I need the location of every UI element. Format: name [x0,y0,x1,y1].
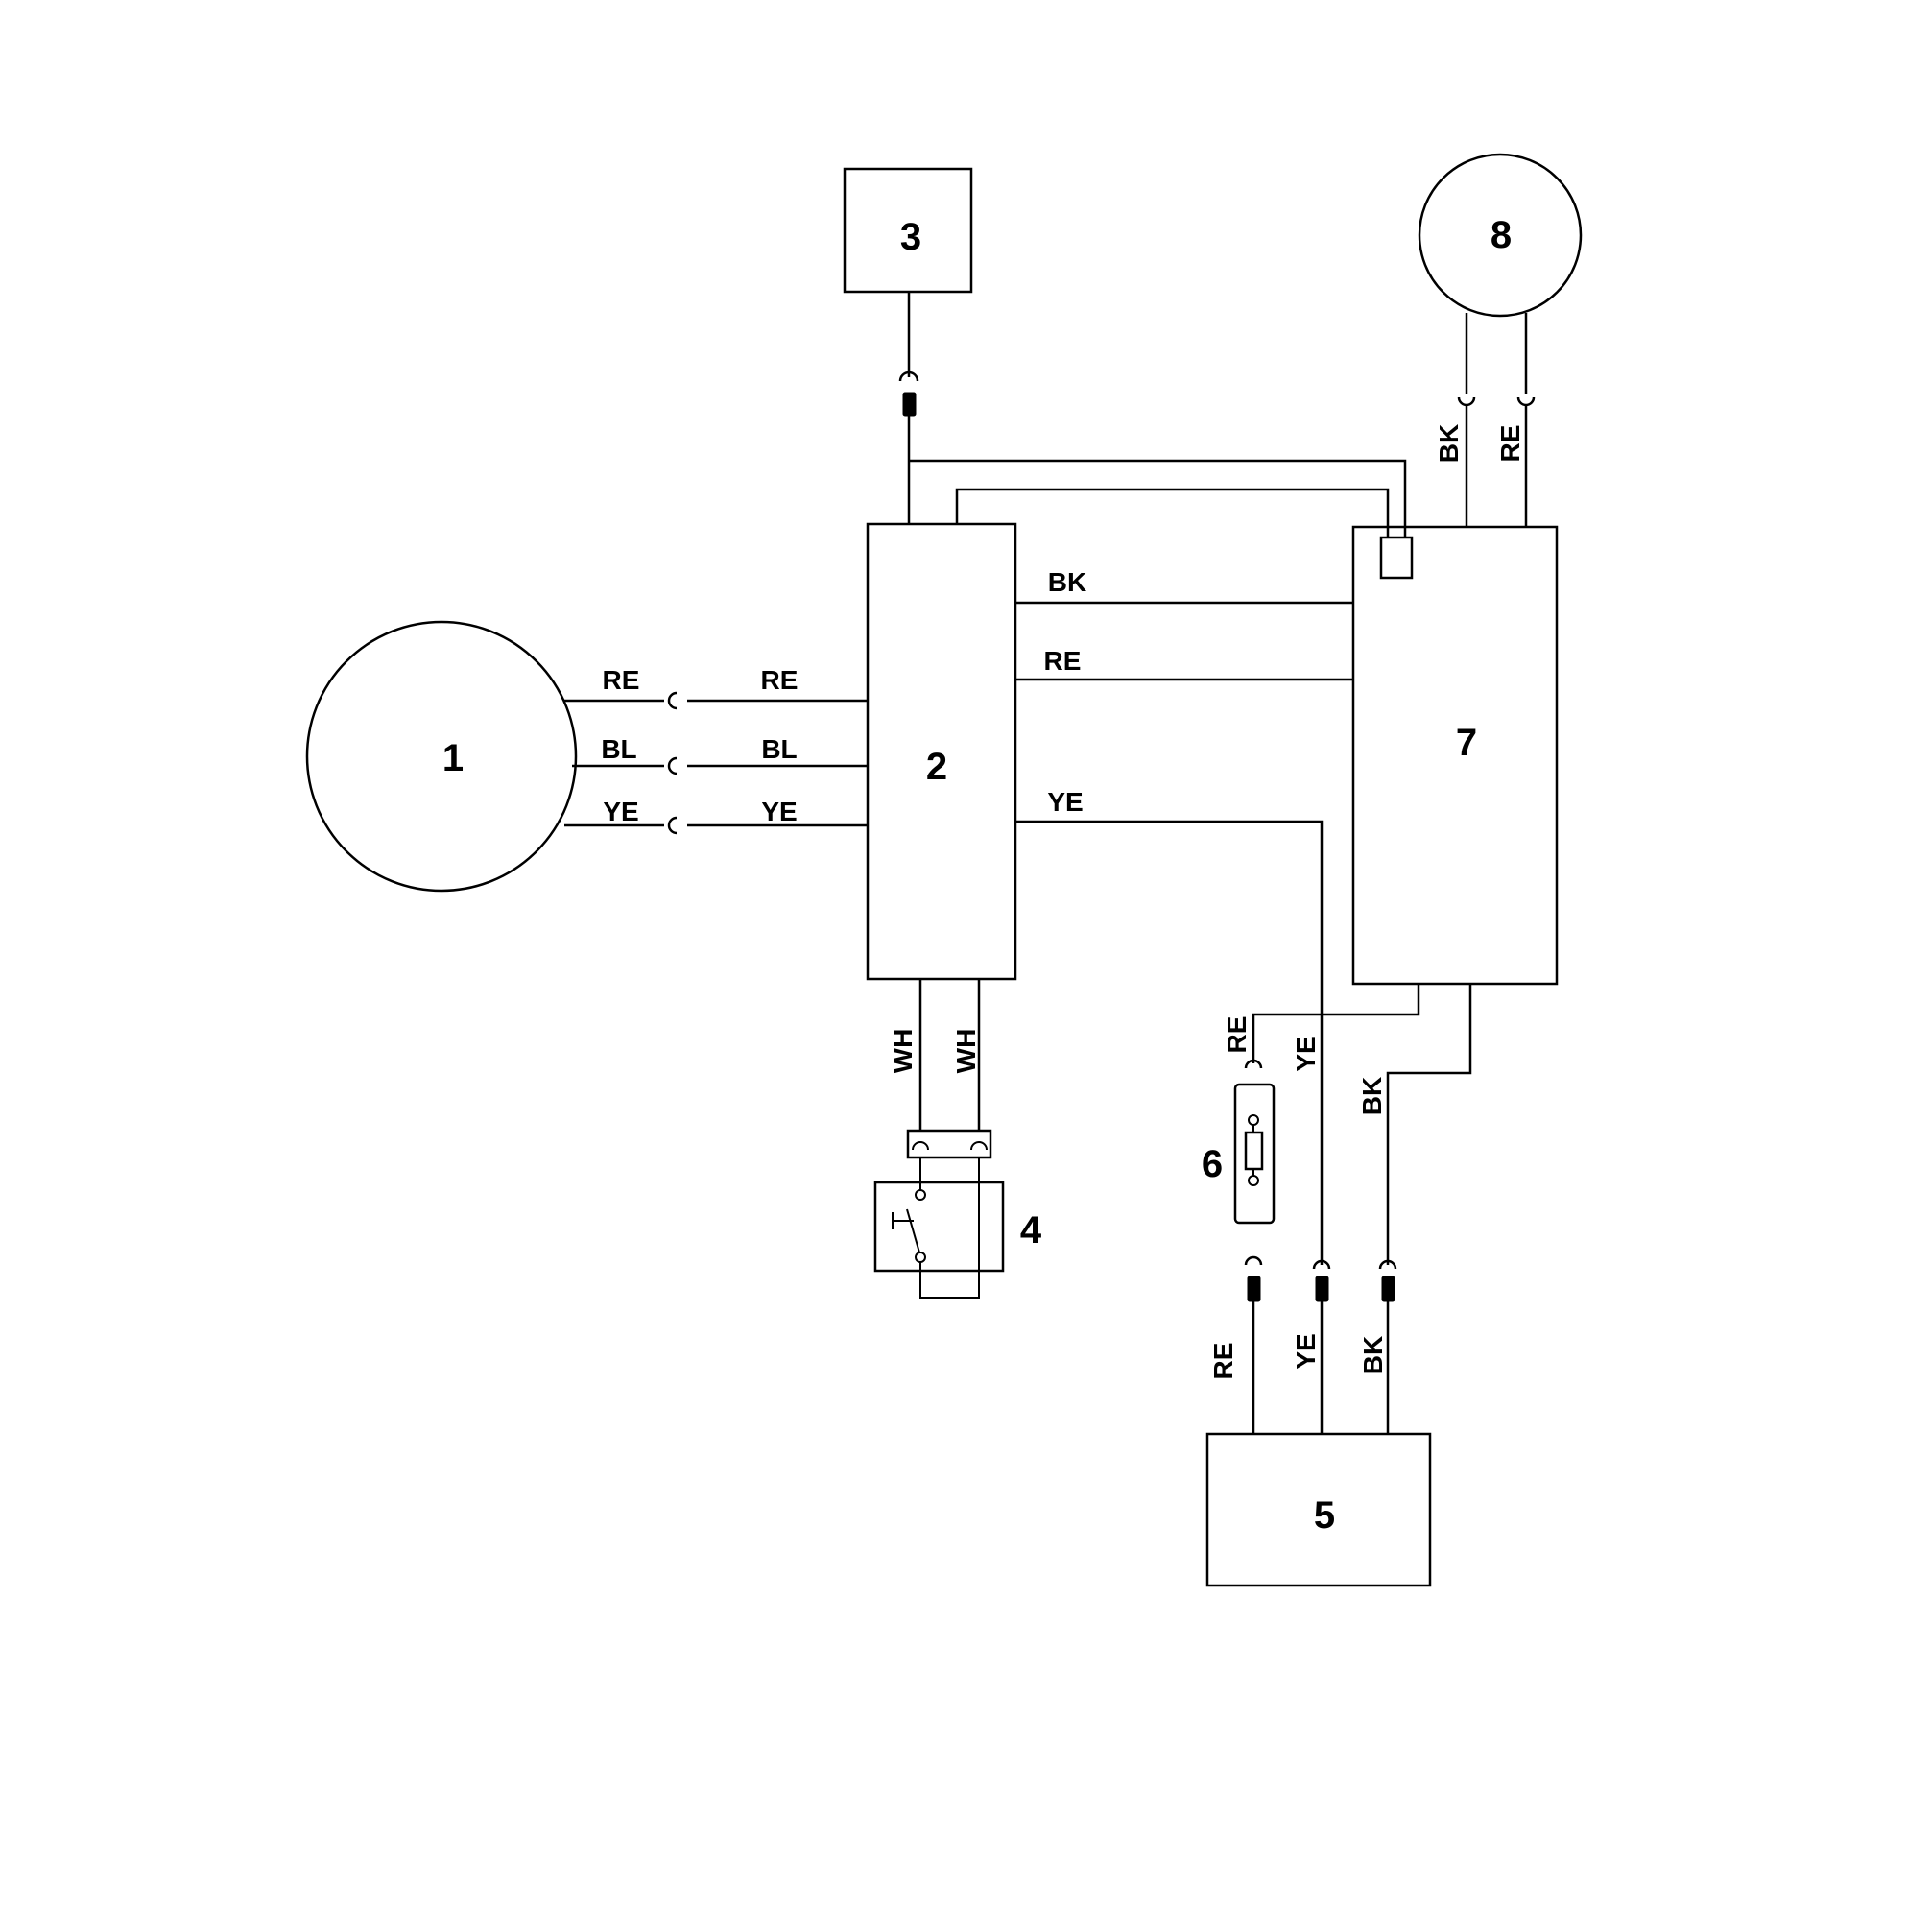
wire-2-to-7-top [955,488,1390,537]
wire-label-bk-8: BK [1434,424,1464,463]
wire-label-ye-5: YE [1291,1333,1321,1369]
socket-re-fuse-bottom [1244,1255,1263,1266]
socket-bk-8 [1457,396,1476,407]
wire-ye-2-5 [1015,820,1324,1265]
component-7-label: 7 [1456,722,1477,764]
plug-re-5 [1247,1276,1261,1302]
component-1-label: 1 [442,737,464,779]
wires-7-to-5-bk: BK YE [1291,984,1472,1265]
component-2: 2 [866,522,1017,981]
component-8-circle [1418,153,1583,318]
plug-bk-5 [1381,1276,1395,1302]
plugs-to-5: RE YE BK [1208,1259,1397,1434]
component-4: 4 [873,1129,1042,1299]
component-4-contact-top [915,1189,926,1201]
component-1-circle [305,620,578,893]
wires-2-to-4: WH WH [888,979,981,1131]
component-4-return-loop [919,1157,980,1299]
wire-label-re-left: RE [603,665,640,695]
wires-8-to-7: BK RE [1434,313,1536,527]
component-4-switch-box [873,1181,1005,1273]
wires-1-to-2: RE RE BL BL YE YE [564,665,868,835]
component-7-connector-block [1379,536,1414,580]
component-8-label: 8 [1491,214,1512,256]
wire-label-ye-2-7: YE [1047,787,1083,817]
plug-3 [902,392,917,417]
plug-ye-5 [1315,1276,1329,1302]
wire-bk-7-5 [1386,984,1472,1265]
component-5: 5 [1205,1432,1432,1587]
socket-bk-5 [1378,1259,1397,1270]
socket-re-fuse-top [1244,1059,1263,1069]
wire-3-to-7 [909,459,1407,537]
wire-label-wh-left: WH [888,1029,918,1074]
component-2-box [866,522,1017,981]
socket-ye-1 [667,816,678,835]
component-4-connector [906,1129,992,1159]
component-1: 1 [305,620,578,893]
component-3-label: 3 [900,216,921,258]
wire-label-ye-2: YE [1291,1036,1321,1071]
wire-label-bk-2-7: BK [1048,567,1086,597]
component-5-label: 5 [1314,1494,1335,1537]
socket-3 [898,370,919,382]
component-5-box [1205,1432,1432,1587]
wire-label-re-8: RE [1495,425,1525,463]
component-6: 6 [1202,1083,1276,1266]
wire-label-wh-right: WH [951,1029,981,1074]
component-7-box [1351,525,1559,986]
wire-re-7-fuse [1252,984,1420,1063]
wires-2-to-7: BK RE YE [1015,567,1353,1265]
wire-label-bl-left: BL [601,734,636,764]
component-7: 7 [1351,525,1559,986]
wire-label-re-7: RE [1222,1016,1252,1054]
component-8: 8 [1418,153,1583,318]
socket-re-8 [1516,396,1536,407]
wire-label-ye-right: YE [761,797,797,826]
socket-bl-1 [667,756,678,775]
wire-label-re-right: RE [761,665,799,695]
wire-label-re-2-7: RE [1044,646,1082,676]
wire-label-bk-7: BK [1357,1077,1387,1115]
wire-label-ye-left: YE [603,797,638,826]
component-4-socket-left [912,1141,929,1151]
component-3: 3 [843,167,973,294]
component-6-fuse-element [1244,1131,1264,1171]
component-4-socket-right [970,1141,988,1151]
component-2-label: 2 [926,746,947,788]
wires-7-to-5-re: RE [1222,984,1420,1069]
component-6-label: 6 [1202,1143,1223,1185]
wire-label-re-5: RE [1208,1343,1238,1380]
wires-3-to-2 [898,292,1407,537]
component-4-switch-lever [906,1208,920,1253]
socket-ye-5 [1312,1259,1331,1270]
wire-label-bk-5: BK [1358,1336,1388,1374]
component-4-label: 4 [1020,1209,1042,1252]
component-3-box [843,167,973,294]
wire-label-bl-right: BL [761,734,797,764]
socket-re-1 [667,691,678,710]
